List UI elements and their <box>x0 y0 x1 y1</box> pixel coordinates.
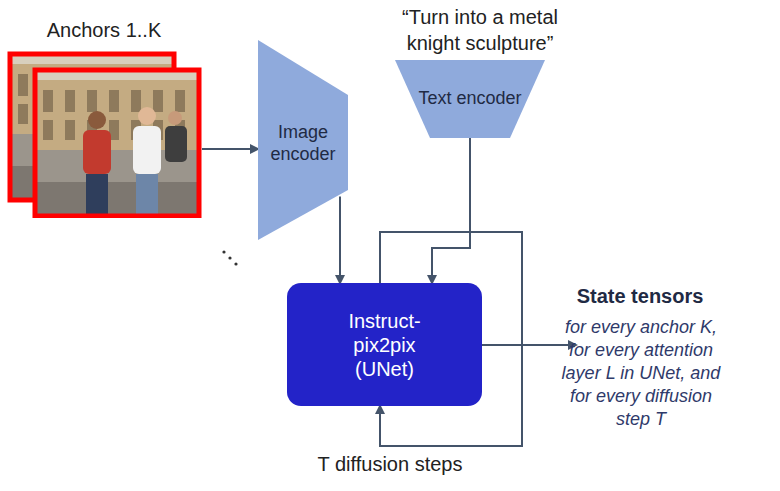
node-label: Text encoder <box>415 88 525 110</box>
node-heading: Anchors 1..K <box>6 18 202 42</box>
connector-arrow <box>339 196 341 283</box>
output-arrow <box>482 344 576 346</box>
instruction-text: “Turn into a metal knight sculpture” <box>380 4 580 56</box>
node-label: Image encoder <box>260 122 346 165</box>
node-label: Instruct- pix2pix (UNet) <box>333 309 437 381</box>
unet-box: Instruct- pix2pix (UNet) <box>287 283 482 406</box>
ellipsis-dots <box>222 250 237 265</box>
anchor-photos <box>6 50 202 218</box>
text-encoder: Text encoder <box>395 60 545 138</box>
image-encoder: Image encoder <box>258 40 348 240</box>
output-description: for every anchor K, for every attention … <box>552 316 730 431</box>
loop-caption: T diffusion steps <box>290 452 490 476</box>
connector-arrow <box>432 138 470 283</box>
output-heading: State tensors <box>572 284 708 308</box>
anchor-images: Anchors 1..K <box>6 14 202 218</box>
connector-arrow <box>202 148 258 150</box>
